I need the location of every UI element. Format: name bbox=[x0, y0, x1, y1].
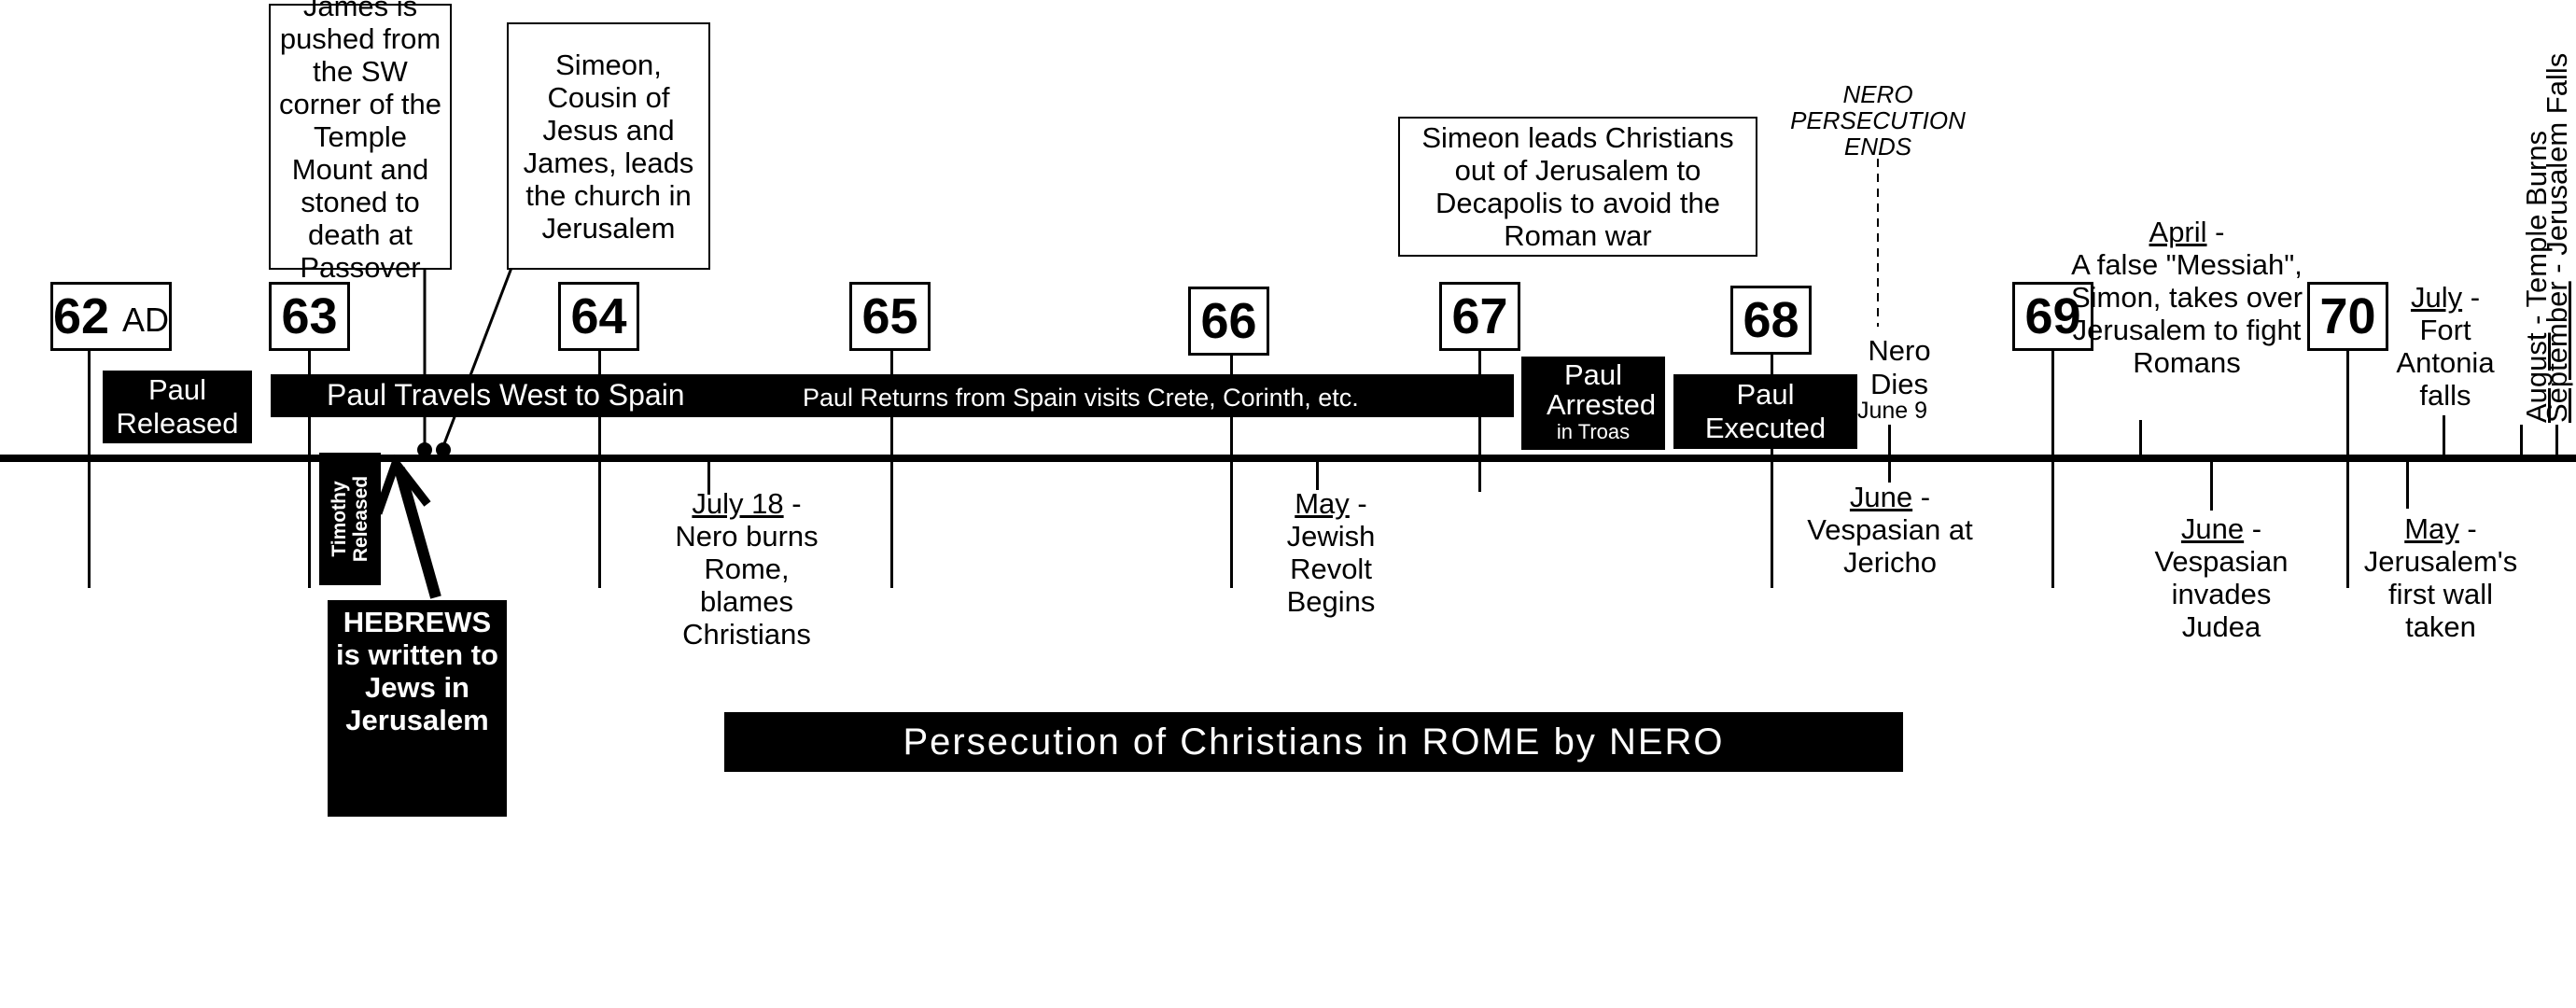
tick-june69 bbox=[2210, 462, 2213, 511]
paul-returns-text: Paul Returns from Spain visits Crete, Co… bbox=[803, 384, 1359, 412]
year-70-label: 70 bbox=[2319, 288, 2376, 344]
year-63-box: 63 bbox=[269, 282, 350, 351]
tick-july18 bbox=[707, 462, 710, 495]
simeon-leads-callout-text: Simeon leads Christians out of Jerusalem… bbox=[1421, 121, 1734, 252]
june68-event: June - Vespasian at Jericho bbox=[1792, 481, 1988, 579]
simeon-cousin-callout-text: Simeon, Cousin of Jesus and James, leads… bbox=[523, 48, 694, 245]
tick-68 bbox=[1771, 351, 1773, 588]
july70-date: July bbox=[2410, 281, 2463, 314]
tick-66 bbox=[1230, 353, 1233, 588]
tick-62 bbox=[88, 347, 91, 588]
nero-persecution-ends: NERO PERSECUTION ENDS bbox=[1790, 80, 1966, 161]
paul-travels-text: Paul Travels West to Spain bbox=[327, 378, 685, 412]
tick-may66 bbox=[1316, 462, 1319, 490]
timothy-released-block bbox=[319, 453, 381, 585]
year-68-box: 68 bbox=[1730, 286, 1812, 355]
june69-event: June - Vespasian invades Judea bbox=[2137, 512, 2305, 643]
tick-63 bbox=[308, 347, 311, 588]
april69-date: April bbox=[2149, 216, 2207, 248]
persecution-text: Persecution of Christians in ROME by NER… bbox=[903, 721, 1725, 763]
year-69-box: 69 bbox=[2012, 282, 2093, 351]
paul-travels-bar bbox=[271, 374, 1514, 417]
tick-july70 bbox=[2443, 415, 2445, 455]
nero-dies-text: Nero Dies bbox=[1868, 334, 1931, 400]
hebrews-arrow-head bbox=[373, 454, 431, 515]
tick-august70 bbox=[2520, 425, 2523, 455]
year-64-box: 64 bbox=[558, 282, 639, 351]
paul-released-text: Paul Released bbox=[116, 373, 239, 440]
july70-event: July - Fort Antonia falls bbox=[2375, 281, 2515, 412]
year-70-box: 70 bbox=[2307, 282, 2388, 351]
tick-69 bbox=[2051, 347, 2054, 588]
july18-text: Nero burns Rome, blames Christians bbox=[675, 520, 819, 651]
may70-date: May bbox=[2404, 512, 2459, 545]
tick-june68 bbox=[1888, 462, 1891, 483]
year-66-box: 66 bbox=[1188, 287, 1269, 356]
may66-date: May bbox=[1295, 487, 1350, 520]
year-67-label: 67 bbox=[1451, 288, 1508, 344]
july18-date: July 18 bbox=[692, 487, 784, 520]
simeon-leads-callout: Simeon leads Christians out of Jerusalem… bbox=[1398, 117, 1757, 257]
tick-67 bbox=[1478, 347, 1481, 492]
year-62-box: 62 AD bbox=[50, 282, 172, 351]
tick-april69 bbox=[2139, 420, 2142, 455]
timeline-axis bbox=[0, 455, 2576, 462]
simeon-connector bbox=[441, 267, 513, 447]
september70-event: September - Jerusalem Falls bbox=[2541, 52, 2573, 423]
year-62-label: 62 bbox=[52, 288, 110, 344]
year-65-label: 65 bbox=[861, 288, 918, 344]
year-66-label: 66 bbox=[1200, 293, 1257, 349]
tick-65 bbox=[890, 347, 893, 588]
timothy-released-label: Timothy Released bbox=[329, 475, 371, 563]
year-62-suffix: AD bbox=[122, 301, 170, 339]
june68-date: June bbox=[1849, 481, 1913, 513]
tick-70 bbox=[2346, 347, 2349, 588]
simeon-cousin-callout: Simeon, Cousin of Jesus and James, leads… bbox=[507, 22, 710, 270]
september70-text: Jerusalem Falls bbox=[2541, 52, 2573, 256]
tick-may70 bbox=[2406, 462, 2409, 509]
year-67-box: 67 bbox=[1439, 282, 1520, 351]
july70-text: Fort Antonia falls bbox=[2396, 314, 2495, 412]
paul-released-block: Paul Released bbox=[103, 371, 252, 443]
june68-text: Vespasian at Jericho bbox=[1807, 513, 1973, 579]
hebrews-block: HEBREWS is written to Jews in Jerusalem bbox=[328, 600, 507, 817]
may70-text: Jerusalem's first wall taken bbox=[2363, 545, 2518, 643]
persecution-banner: Persecution of Christians in ROME by NER… bbox=[724, 712, 1903, 772]
james-callout-text: James is pushed from the SW corner of th… bbox=[278, 0, 442, 284]
year-63-label: 63 bbox=[281, 288, 338, 344]
year-64-label: 64 bbox=[570, 288, 627, 344]
tick-september70 bbox=[2555, 425, 2558, 455]
tick-64 bbox=[598, 347, 601, 588]
james-dot bbox=[417, 442, 432, 457]
hebrews-arrow-shaft bbox=[394, 467, 441, 599]
tick-nero-dies bbox=[1888, 425, 1891, 455]
may70-event: May - Jerusalem's first wall taken bbox=[2343, 512, 2539, 643]
year-69-label: 69 bbox=[2024, 288, 2081, 344]
may66-text: Jewish Revolt Begins bbox=[1286, 520, 1376, 618]
paul-executed-text: Paul Executed bbox=[1704, 378, 1827, 444]
hebrews-text: HEBREWS is written to Jews in Jerusalem bbox=[336, 606, 498, 736]
may66-event: May - Jewish Revolt Begins bbox=[1256, 487, 1406, 618]
april69-text: A false "Messiah", Simon, takes over Jer… bbox=[2070, 248, 2303, 379]
paul-arrested-sub: in Troas bbox=[1556, 420, 1631, 443]
paul-arrested-text: Paul Arrested bbox=[1547, 358, 1657, 421]
june69-date: June bbox=[2180, 512, 2245, 545]
simeon-dot bbox=[436, 442, 451, 457]
paul-executed-block: Paul Executed bbox=[1673, 374, 1857, 449]
james-callout: James is pushed from the SW corner of th… bbox=[269, 0, 452, 284]
paul-arrested-block: Paul Arrested in Troas bbox=[1521, 357, 1665, 450]
june69-text: Vespasian invades Judea bbox=[2154, 545, 2289, 643]
year-68-label: 68 bbox=[1743, 292, 1799, 348]
year-65-box: 65 bbox=[849, 282, 931, 351]
timothy-released-text: Timothy Released bbox=[319, 453, 381, 585]
september70-date: September bbox=[2541, 281, 2573, 423]
july18-event: July 18 - Nero burns Rome, blames Christ… bbox=[646, 487, 847, 651]
april69-event: April - A false "Messiah", Simon, takes … bbox=[2063, 216, 2311, 379]
nero-dies-date: June 9 bbox=[1857, 398, 1928, 424]
